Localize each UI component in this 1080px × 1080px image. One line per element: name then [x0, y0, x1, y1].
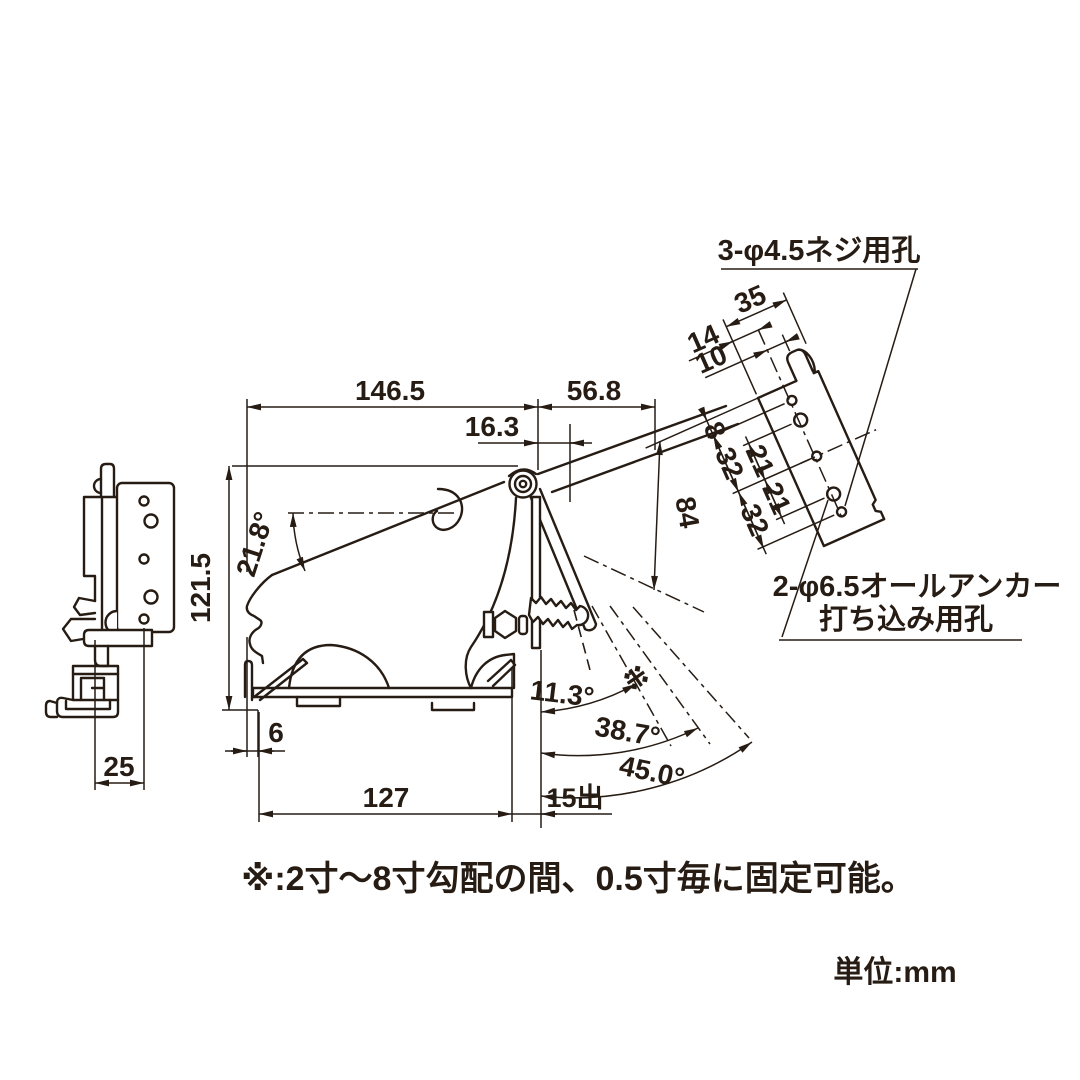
- hinge: [507, 468, 538, 499]
- dim-base-inset: 6: [225, 637, 285, 757]
- plate-ext-lines: [645, 292, 835, 550]
- side-eave-hook: [55, 696, 120, 719]
- dim-label-32a: 32: [709, 443, 750, 484]
- side-hook-curl: [44, 699, 59, 719]
- snow-stop-hook: [431, 487, 464, 531]
- base-plate: [251, 686, 514, 712]
- side-frame: [82, 495, 119, 632]
- dim-top-right: 56.8: [538, 375, 656, 450]
- dimensions: 146.5 56.8 16.3 121.5 21.8°: [94, 375, 753, 828]
- body-nose: [245, 573, 274, 665]
- plate-crossline: [799, 429, 877, 465]
- hinge-outer: [508, 469, 538, 499]
- bolt-leader-dash: [573, 609, 591, 671]
- callout-screw-holes: 3-φ4.5ネジ用孔: [718, 235, 921, 507]
- callout-anchor-holes: 2-φ6.5オールアンカー 打ち込み用孔: [773, 499, 1062, 641]
- side-plate-holes: [138, 495, 159, 625]
- dim-label-121-5: 121.5: [185, 553, 216, 623]
- base-pad-left: [295, 695, 342, 708]
- pitch-ray-max: [632, 606, 750, 739]
- body-right-edge: [464, 496, 518, 690]
- plate-view: 35 14 10 8 32 32: [645, 279, 886, 555]
- plate-knuckle: [786, 348, 816, 383]
- side-clamp-taper: [93, 644, 110, 668]
- hinge-bore: [518, 479, 528, 489]
- dim-hinge-offset: 16.3: [465, 411, 592, 502]
- dim-label-56-8: 56.8: [567, 375, 622, 406]
- screw-hole: [835, 506, 848, 518]
- screw-hole: [786, 394, 798, 407]
- dim-plate-length: 84: [583, 440, 705, 613]
- body-dome: [287, 643, 391, 690]
- hinge-top-tab: [507, 468, 538, 478]
- dim-side-offset: 25: [94, 628, 145, 790]
- base-left-lip: [243, 659, 254, 702]
- bolt-hex-head: [493, 609, 518, 640]
- dim-label-84: 84: [669, 494, 705, 530]
- dim-label-38-7: 38.7°: [593, 711, 663, 753]
- screw-hole: [138, 613, 150, 625]
- dim-label-45-0: 45.0°: [617, 750, 688, 794]
- anchor-hole: [792, 412, 809, 428]
- pitch-ray-min: [591, 605, 672, 747]
- dim-label-146-5: 146.5: [355, 375, 425, 406]
- side-wing-upper: [72, 596, 97, 617]
- base-plate-lines: [251, 686, 514, 699]
- base-shoulder: [469, 652, 516, 690]
- base-pad-right: [430, 701, 476, 712]
- dim-label-21-8: 21.8°: [230, 508, 280, 580]
- anchor-hole: [143, 589, 159, 605]
- strap-tilted-fill: [529, 489, 596, 629]
- side-pin-bulge: [92, 477, 103, 495]
- plate-outline: [756, 369, 886, 548]
- roof-surface-lines: [536, 404, 740, 494]
- dim-label-25: 25: [103, 751, 134, 782]
- unit-label: 単位:mm: [833, 955, 956, 989]
- base-diagonal-flange: [252, 657, 309, 702]
- bolt-washer: [482, 610, 495, 639]
- swing-strap-vertical: [530, 495, 542, 650]
- dim-label-127: 127: [363, 782, 410, 813]
- callout-anchor-leader: [781, 499, 829, 638]
- side-clamp-bar: [82, 628, 154, 648]
- dim-base-length: 127: [258, 668, 513, 822]
- callout-anchor-label-1: 2-φ6.5オールアンカー: [773, 571, 1062, 603]
- callout-screw-leader: [844, 268, 917, 507]
- ref-mark: ※: [620, 662, 652, 697]
- dim-label-35: 35: [730, 279, 771, 320]
- hinge-mid: [513, 474, 533, 494]
- main-view: [243, 404, 740, 712]
- screw-hole: [138, 553, 150, 565]
- anchor-hole: [825, 486, 842, 502]
- dim-top-width: 146.5: [246, 375, 539, 572]
- dim-pitch-angles: 11.3° ※ 38.7° 45.0°: [528, 605, 753, 801]
- side-hinge-pin: [99, 462, 116, 499]
- callout-screw-label: 3-φ4.5ネジ用孔: [718, 235, 921, 267]
- pitch-note: ※:2寸〜8寸勾配の間、0.5寸毎に固定可能。: [241, 860, 914, 898]
- body-top-edge: [270, 480, 506, 577]
- bolt-pin: [517, 614, 529, 636]
- anchor-bolt-thread: [527, 595, 590, 631]
- screw-hole: [138, 495, 150, 507]
- dim-height: 121.5: [185, 465, 518, 711]
- pitch-ray-mid: [609, 605, 711, 745]
- side-wing-lower: [61, 617, 97, 643]
- dim-label-16-3: 16.3: [465, 411, 520, 442]
- dim-plate-width: 35: [725, 279, 787, 328]
- dim-label-11-3: 11.3°: [528, 674, 595, 713]
- base-hook-flange: [486, 658, 517, 688]
- side-view: [44, 462, 176, 719]
- anchor-hole: [143, 513, 159, 529]
- dim-nose-angle: 21.8°: [230, 508, 455, 580]
- callout-anchor-label-2: 打ち込み用孔: [819, 603, 993, 636]
- dim-label-6: 6: [268, 717, 284, 748]
